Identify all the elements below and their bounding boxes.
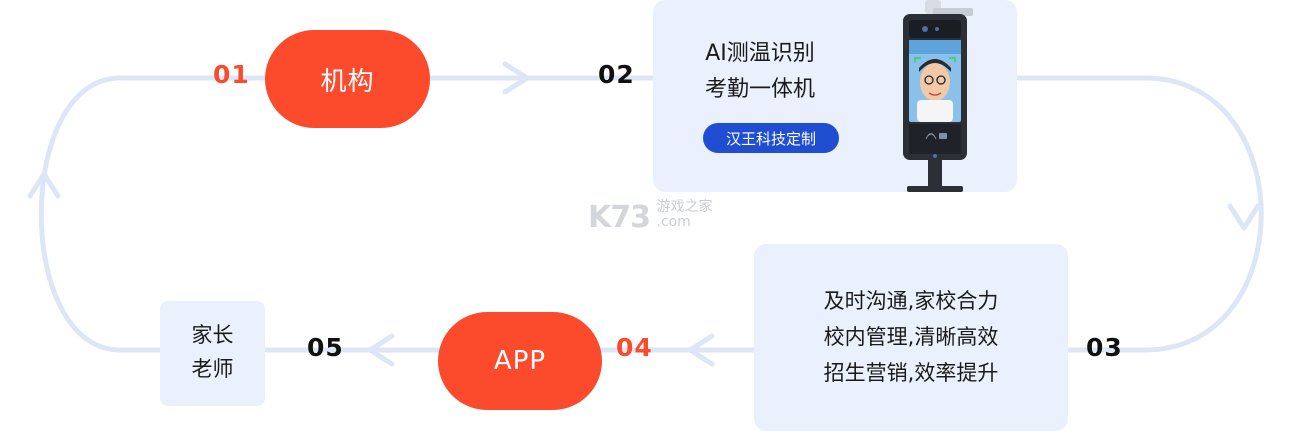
step-number-03: 03 <box>1086 333 1123 362</box>
node-institution-label: 机构 <box>320 66 375 97</box>
step-number-05: 05 <box>307 333 344 362</box>
benefit-line-2: 校内管理,清晰高效 <box>823 325 999 349</box>
device-badge: 汉王科技定制 <box>703 123 839 153</box>
benefits-text: 及时沟通,家校合力 校内管理,清晰高效 招生营销,效率提升 <box>754 283 1068 391</box>
node-app-label: APP <box>493 346 547 376</box>
arrow-left-icon-2 <box>367 333 395 367</box>
users-line-1: 家长 <box>191 323 234 347</box>
device-title-line-1: AI测温识别 <box>705 41 815 66</box>
watermark-logo: K73 游戏之家 .com <box>588 199 713 236</box>
benefit-line-1: 及时沟通,家校合力 <box>823 289 999 313</box>
watermark-site: 游戏之家 <box>656 199 713 215</box>
device-title: AI测温识别 考勤一体机 <box>680 36 840 108</box>
node-app: APP <box>438 312 602 410</box>
device-title-line-2: 考勤一体机 <box>704 77 815 102</box>
arrow-right-icon <box>502 61 530 95</box>
watermark-domain: .com <box>656 214 691 230</box>
watermark-brand: K73 <box>588 200 651 235</box>
node-institution: 机构 <box>265 30 430 128</box>
arrow-left-icon <box>687 333 715 367</box>
benefits-panel <box>754 244 1068 431</box>
flow-line-left-loop <box>38 75 208 353</box>
arrow-up-icon <box>27 171 61 199</box>
arrow-down-icon <box>1227 203 1261 231</box>
flow-line-right-loop <box>1015 75 1264 353</box>
users-panel <box>160 301 265 406</box>
benefit-line-3: 招生营销,效率提升 <box>823 361 999 385</box>
users-text: 家长 老师 <box>160 318 265 386</box>
step-number-02: 02 <box>598 60 635 89</box>
step-number-04: 04 <box>616 333 653 362</box>
temperature-kiosk-illustration <box>903 0 973 192</box>
users-line-2: 老师 <box>191 357 234 381</box>
step-number-01: 01 <box>213 60 250 89</box>
